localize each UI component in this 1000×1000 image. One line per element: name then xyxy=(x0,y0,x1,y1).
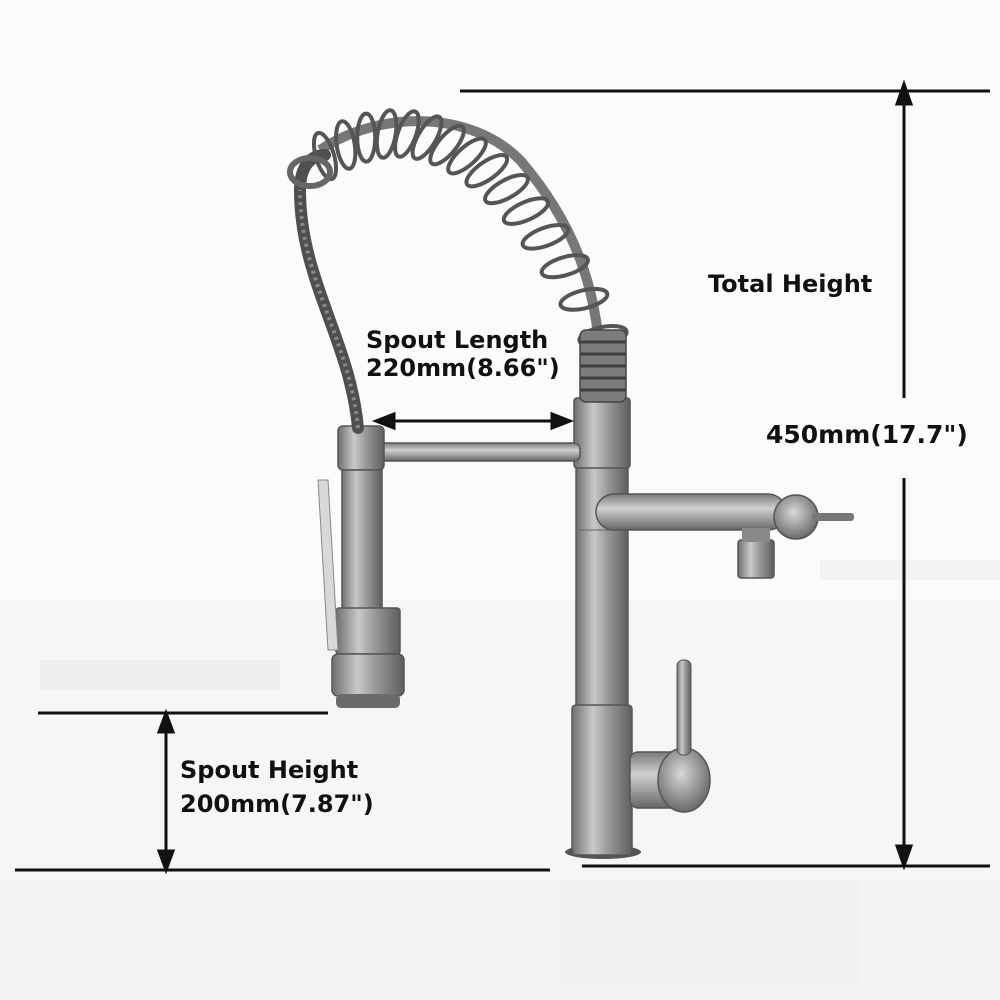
pot-filler-spout xyxy=(595,493,854,579)
background-countertop xyxy=(0,560,1000,1000)
spring-coil-ring xyxy=(446,136,488,176)
faucet-lower-collar xyxy=(571,704,633,856)
braided-hose xyxy=(293,149,364,434)
spring-coils xyxy=(311,108,629,348)
spring-coil-ring xyxy=(334,119,358,171)
spring-coil-ring xyxy=(355,111,378,164)
spring-coil-ring xyxy=(558,286,610,312)
spring-coil-ring xyxy=(464,153,510,189)
total-height-value: 450mm(17.7") xyxy=(766,420,968,449)
spout-height-value: 200mm(7.87") xyxy=(180,790,374,818)
spring-coil-ring xyxy=(501,196,551,226)
spout-length-title: Spout Length xyxy=(366,326,549,354)
spout-height-arrowhead-top xyxy=(156,708,176,734)
spring-coil-ring xyxy=(428,123,466,167)
spring-coil-ring xyxy=(410,114,444,161)
spring-coil-ring xyxy=(539,253,590,280)
spout-length-arrowhead-left xyxy=(371,411,396,431)
total-height-title: Total Height xyxy=(708,270,873,298)
spout-height-arrowhead-bottom xyxy=(156,849,176,875)
spout-length-arrowhead-right xyxy=(550,411,575,431)
dimension-lines xyxy=(15,79,990,875)
spout-height-title: Spout Height xyxy=(180,756,359,784)
swing-arm xyxy=(379,442,581,462)
hose-loop-end xyxy=(287,155,333,189)
spring-coil-ring xyxy=(520,222,571,251)
spring-coil-upper xyxy=(317,116,607,401)
spring-coil-ring xyxy=(483,173,530,206)
spout-length-value: 220mm(8.66") xyxy=(366,354,560,383)
total-height-arrowhead-bottom xyxy=(894,844,914,871)
faucet-handle xyxy=(629,659,711,813)
faucet-top-collar xyxy=(573,397,631,469)
total-height-arrowhead-top xyxy=(894,79,914,106)
spout-length-label: Spout Length 220mm(8.66") xyxy=(366,326,560,383)
spring-neck-rings xyxy=(580,340,626,392)
pull-down-sprayer xyxy=(317,425,405,708)
